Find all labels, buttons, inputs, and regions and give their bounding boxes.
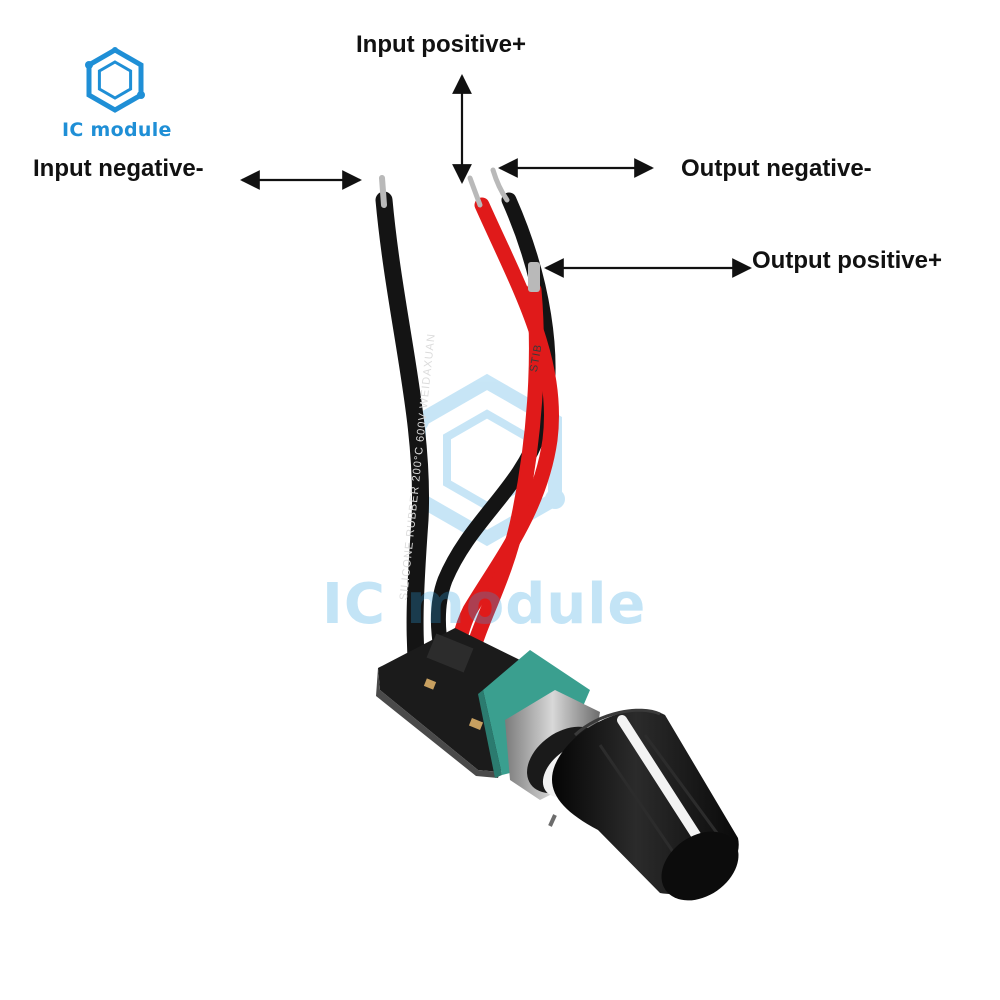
label-input-positive: Input positive+ xyxy=(356,31,527,58)
label-output-negative: Output negative- xyxy=(681,155,872,182)
knob xyxy=(551,708,739,901)
label-output-positive: Output positive+ xyxy=(752,247,943,274)
output-positive-wire xyxy=(462,262,544,668)
brand-name: IC module xyxy=(62,119,172,141)
hexagon-circuit-icon xyxy=(85,47,145,113)
input-negative-wire xyxy=(375,175,430,709)
watermark-text: IC module xyxy=(322,572,647,637)
label-input-negative: Input negative- xyxy=(33,155,204,182)
